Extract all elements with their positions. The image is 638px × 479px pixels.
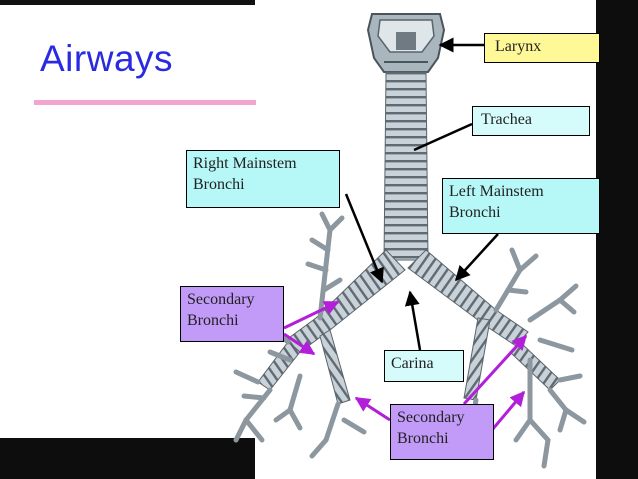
carina-label: Carina — [384, 350, 464, 382]
right-mainstem-label-line1: Right Mainstem — [193, 155, 297, 172]
secondary-bottom-label-line2: Bronchi — [397, 430, 449, 447]
trachea-label: Trachea — [472, 106, 590, 136]
black-arrows — [344, 37, 499, 351]
carina-arrow — [404, 290, 422, 351]
larynx-shape — [366, 13, 446, 73]
trachea-label-text: Trachea — [481, 111, 532, 128]
carina-label-text: Carina — [391, 355, 434, 372]
secondary-left-label-line2: Bronchi — [187, 312, 239, 329]
left-mainstem-shape — [407, 249, 561, 401]
right-mainstem-arrow — [344, 193, 384, 284]
left-mainstem-arrow — [454, 233, 499, 282]
right-mainstem-label: Right Mainstem Bronchi — [186, 150, 340, 208]
larynx-label: Larynx — [484, 33, 600, 63]
left-mainstem-label: Left Mainstem Bronchi — [442, 178, 600, 234]
left-mainstem-label-line1: Left Mainstem — [449, 183, 544, 200]
right-mainstem-label-line2: Bronchi — [193, 176, 245, 193]
secondary-bottom-right-arrow — [490, 390, 526, 431]
bronchiole-branches — [233, 211, 587, 469]
slide-border-top — [0, 0, 255, 5]
slide-title: Airways — [40, 38, 174, 79]
secondary-upper-arrow — [283, 300, 340, 330]
secondary-bottom-left-arrow — [354, 396, 391, 422]
secondary-lower-arrow — [283, 332, 316, 356]
left-mainstem-label-line2: Bronchi — [449, 204, 501, 221]
slide-border-bottom — [0, 438, 255, 479]
trachea-shape — [383, 71, 429, 261]
larynx-label-text: Larynx — [495, 38, 542, 55]
secondary-bronchi-label-left: Secondary Bronchi — [180, 286, 284, 342]
secondary-bronchi-label-bottom: Secondary Bronchi — [390, 404, 494, 460]
secondary-bottom-mid-arrow — [462, 334, 528, 406]
trachea-leader — [413, 122, 473, 152]
secondary-bottom-label-line1: Secondary — [397, 409, 465, 426]
secondary-left-label-line1: Secondary — [187, 291, 255, 308]
slide-border-right — [596, 0, 638, 479]
purple-arrows — [283, 300, 528, 431]
title-underline — [34, 100, 256, 105]
